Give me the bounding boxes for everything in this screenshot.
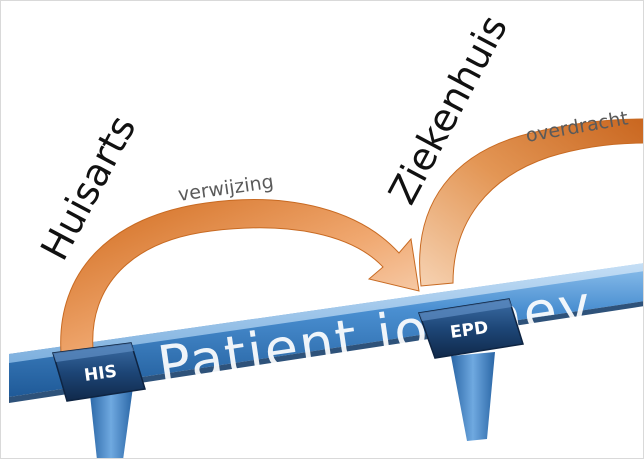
- referral-arrow: [60, 199, 420, 354]
- system-label-his: HIS: [83, 362, 118, 386]
- support-leg-left: [89, 385, 133, 458]
- support-leg-right: [451, 352, 495, 441]
- system-chip-epd: EPD: [417, 298, 524, 359]
- handover-arrow: [419, 118, 643, 287]
- system-chip-his: HIS: [52, 342, 146, 402]
- journey-label: Patient journey: [154, 273, 597, 398]
